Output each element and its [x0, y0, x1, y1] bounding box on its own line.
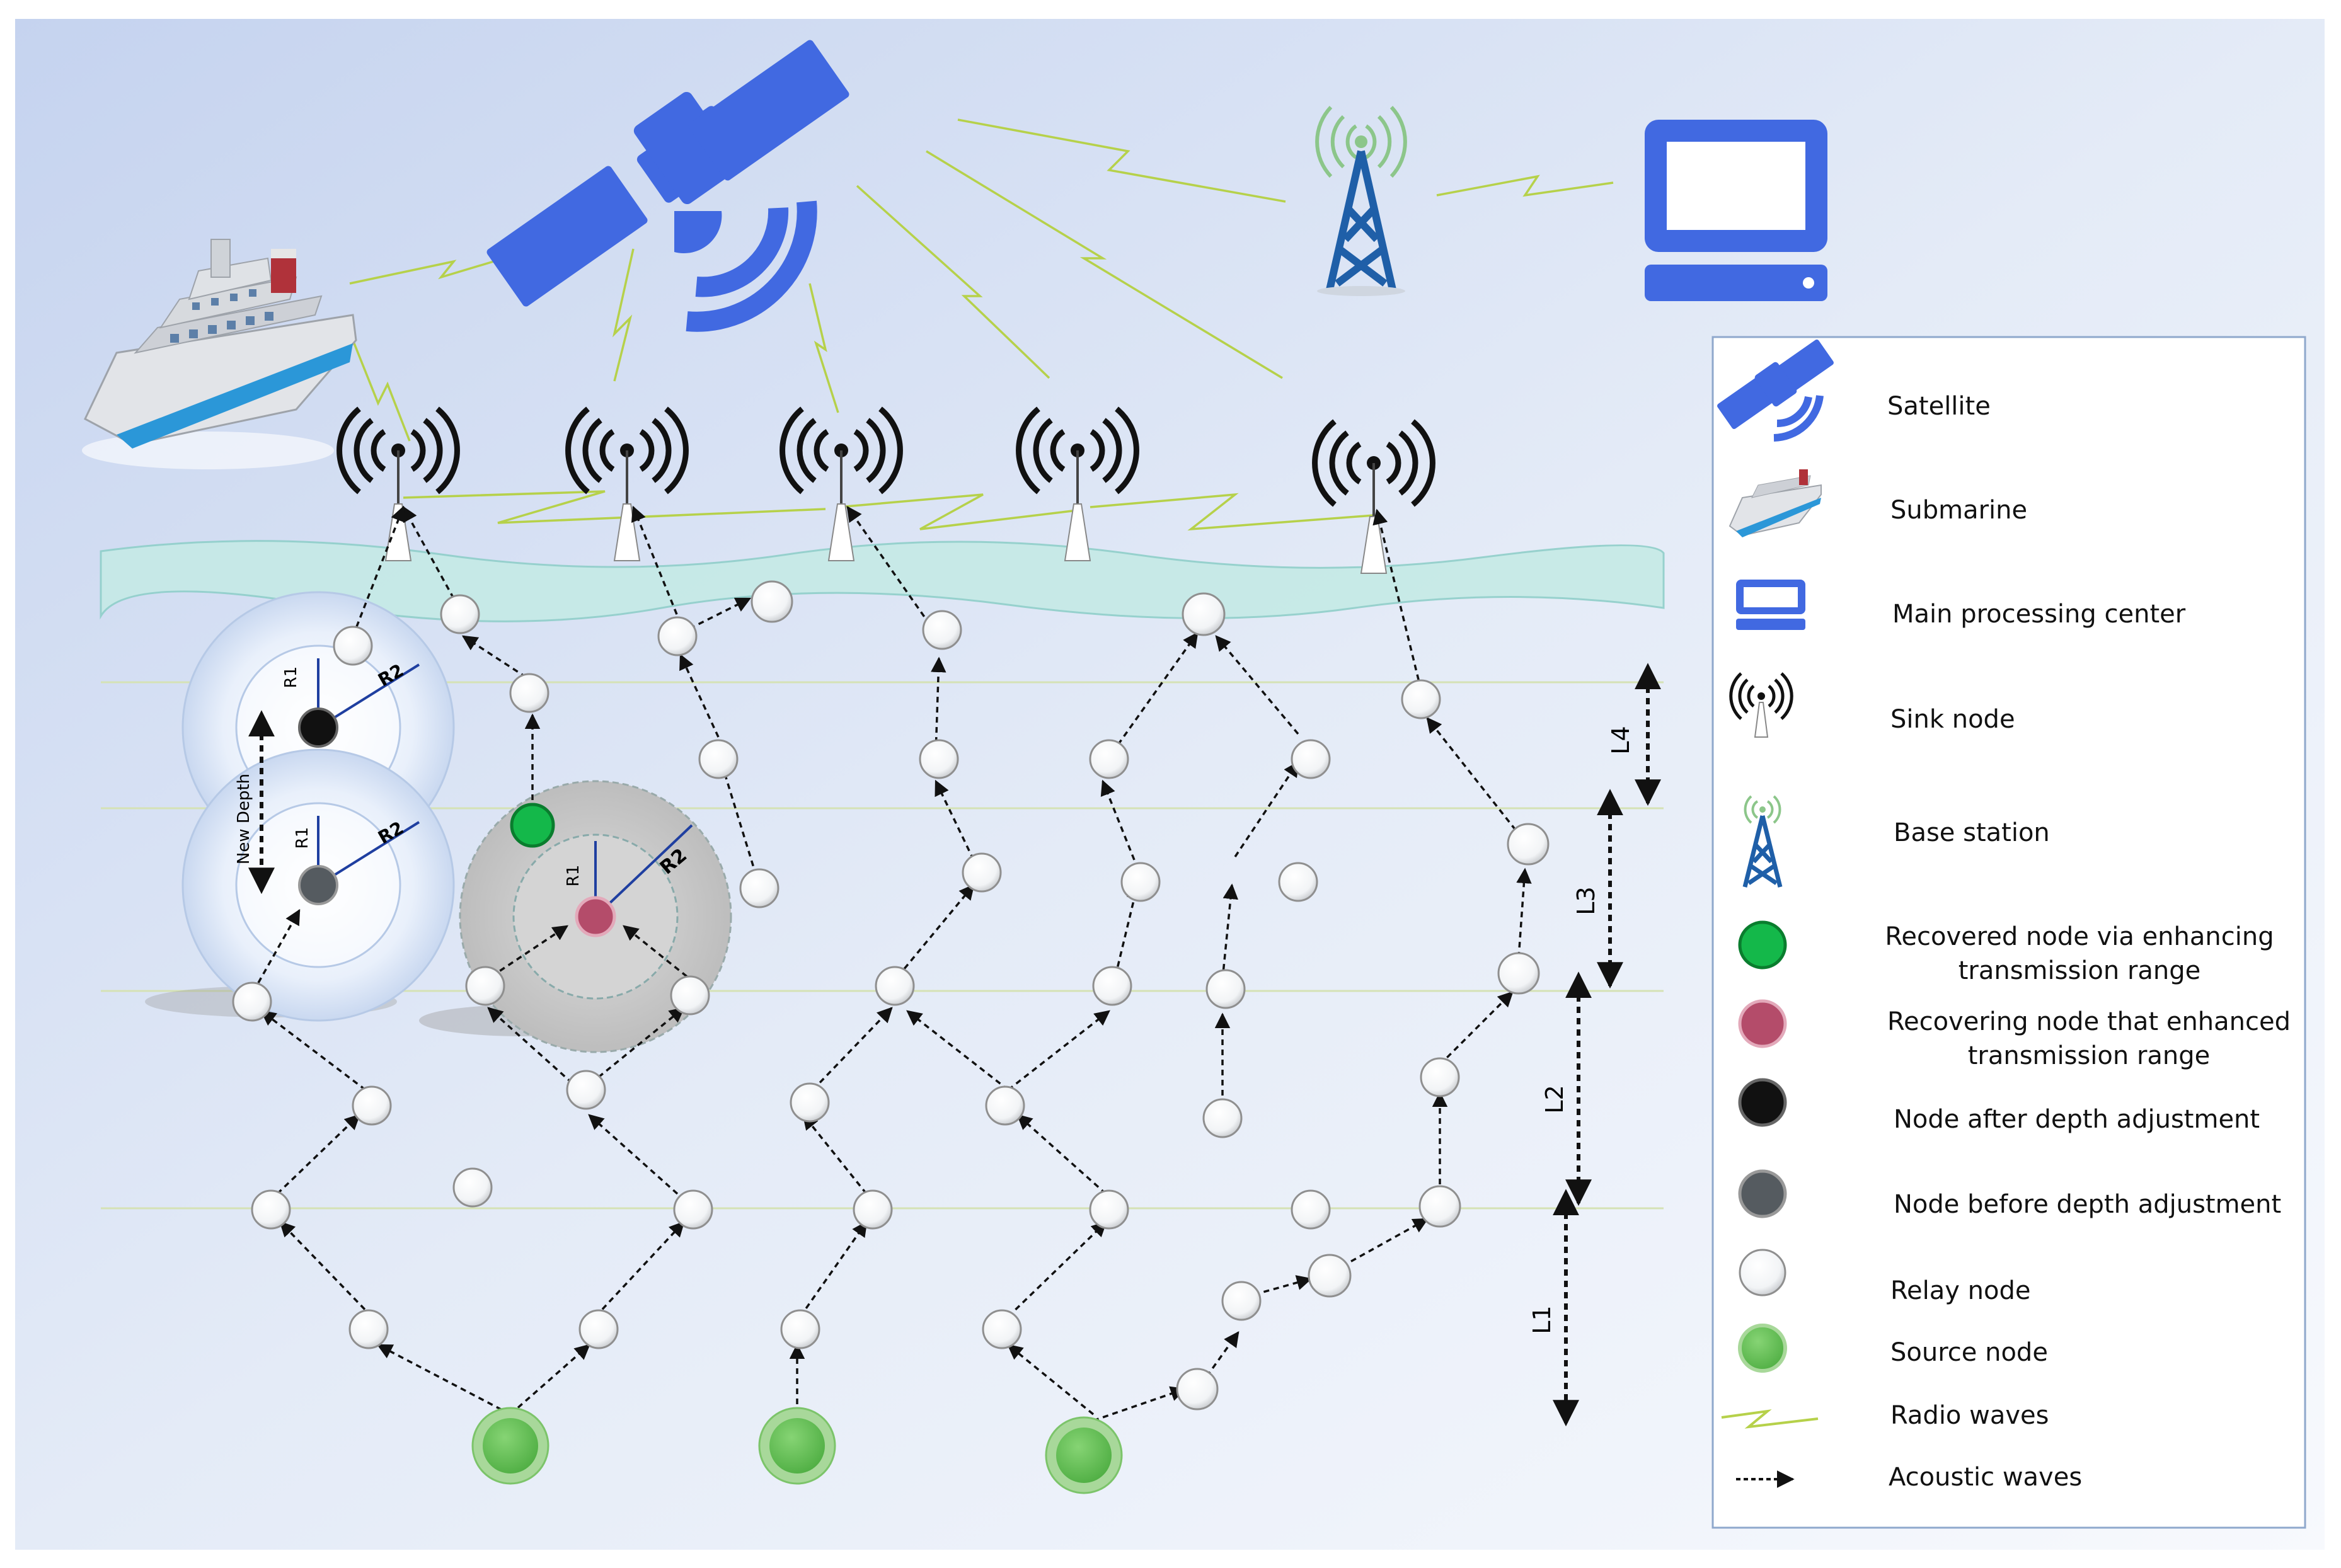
submarine-ship — [82, 239, 357, 469]
legend-node-before-label: Node before depth adjustment — [1894, 1190, 2282, 1219]
legend-sink-node-label: Sink node — [1890, 705, 2015, 734]
legend-node-before-icon — [1738, 1169, 1787, 1218]
new-depth-label: New Depth — [234, 774, 253, 864]
legend-satellite-label: Satellite — [1887, 392, 1991, 421]
legend-base-station-icon — [1742, 795, 1783, 888]
relay-nodes — [232, 580, 1550, 1411]
satellite-icon — [486, 40, 849, 332]
legend-satellite-icon — [1717, 339, 1834, 442]
sink-nodes — [336, 406, 1435, 574]
r1-label-top: R1 — [282, 667, 301, 689]
legend-sink-node-icon — [1729, 672, 1793, 738]
acoustic-arrows — [257, 505, 1532, 1422]
legend-box — [1711, 336, 2306, 1529]
legend-relay-node-icon — [1739, 1249, 1786, 1296]
legend-recovered-node-icon — [1738, 920, 1787, 970]
base-station-icon — [1315, 105, 1407, 296]
legend-source-node-label: Source node — [1890, 1338, 2048, 1367]
source-nodes — [471, 1407, 1123, 1494]
layer-l2: L2 — [1541, 1085, 1568, 1113]
processing-center-icon — [1645, 120, 1827, 301]
layer-l1: L1 — [1528, 1305, 1556, 1334]
legend-radio-waves-label: Radio waves — [1890, 1401, 2049, 1430]
legend-recovering-node-label: Recovering node that enhanced transmissi… — [1887, 1007, 2291, 1070]
legend-radio-wave-icon — [1721, 1409, 1819, 1429]
node-before-depth — [298, 865, 338, 905]
legend-submarine-label: Submarine — [1890, 496, 2028, 525]
legend-relay-node-label: Relay node — [1890, 1276, 2031, 1305]
recovered-node — [510, 803, 555, 848]
legend-node-after-icon — [1738, 1078, 1787, 1127]
legend-node-after-label: Node after depth adjustment — [1894, 1105, 2260, 1134]
legend-processing-center-label: Main processing center — [1892, 600, 2186, 629]
legend-source-node-icon — [1738, 1324, 1787, 1373]
r1-label-bottom: R1 — [293, 827, 312, 849]
layer-l4: L4 — [1607, 726, 1635, 754]
legend-processing-center-icon — [1736, 580, 1805, 630]
legend-base-station-label: Base station — [1894, 818, 2050, 847]
radio-waves — [349, 118, 1614, 531]
legend-acoustic-waves-label: Acoustic waves — [1889, 1463, 2083, 1492]
legend-recovered-node-label: Recovered node via enhancing transmissio… — [1885, 922, 2274, 985]
layer-markers — [1553, 663, 1661, 1427]
legend-submarine-icon — [1728, 469, 1822, 537]
recovering-node — [575, 896, 616, 937]
legend-recovering-node-icon — [1738, 999, 1787, 1048]
layer-l3: L3 — [1572, 886, 1600, 915]
r1-label-enhanced: R1 — [564, 865, 583, 887]
node-after-depth — [298, 707, 338, 748]
